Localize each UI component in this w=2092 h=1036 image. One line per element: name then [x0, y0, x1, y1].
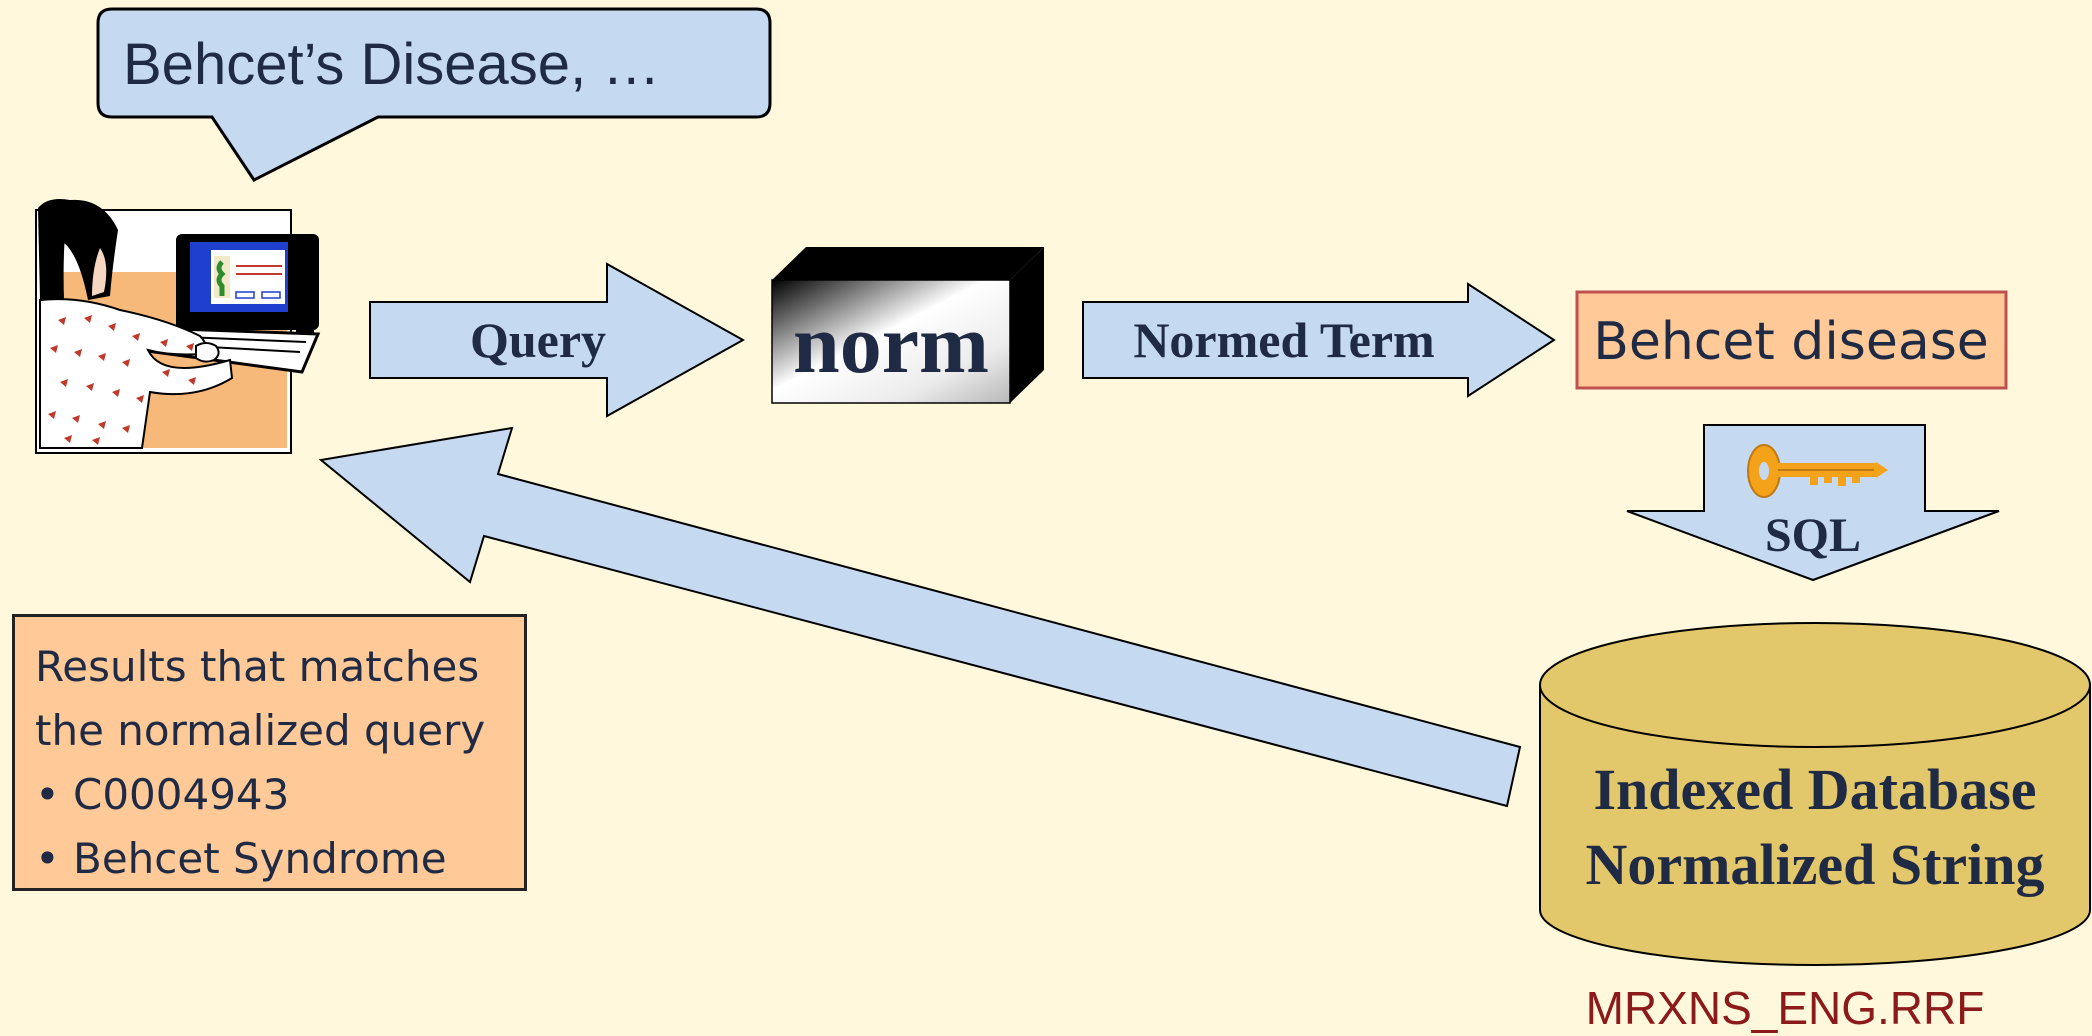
results-line-2: the normalized query: [35, 706, 486, 755]
key-icon: [1747, 444, 1888, 498]
results-item: • Behcet Syndrome: [35, 827, 508, 891]
speech-bubble-text: Behcet’s Disease, …: [123, 32, 660, 97]
speech-bubble: Behcet’s Disease, …: [96, 7, 772, 182]
norm-box: norm: [771, 247, 1044, 404]
results-item: • C0004943: [35, 763, 508, 827]
database-cylinder: Indexed Database Normalized String: [1539, 622, 2091, 966]
sql-arrow: SQL: [1626, 424, 2000, 582]
file-label: MRXNS_ENG.RRF: [1586, 982, 1985, 1034]
norm-box-label: norm: [793, 298, 989, 391]
normalized-term-text: Behcet disease: [1593, 312, 1989, 372]
database-label-line2: Normalized String: [1585, 832, 2044, 897]
database-label-line1: Indexed Database: [1593, 757, 2036, 822]
query-arrow: Query: [369, 262, 746, 418]
results-box: Results that matches the normalized quer…: [12, 614, 527, 891]
normed-term-arrow: Normed Term: [1082, 282, 1556, 398]
normalized-term-box: Behcet disease: [1575, 290, 2008, 390]
normed-term-arrow-label: Normed Term: [1133, 312, 1434, 368]
results-item-text: Behcet Syndrome: [73, 834, 447, 883]
query-arrow-label: Query: [470, 312, 606, 368]
results-return-arrow: [318, 426, 1522, 808]
bullet-icon: •: [35, 834, 60, 883]
user-at-computer-illustration: [35, 199, 321, 454]
computer-monitor-icon: [176, 234, 319, 338]
results-line-1: Results that matches: [35, 642, 480, 691]
results-item-text: C0004943: [73, 770, 290, 819]
bullet-icon: •: [35, 770, 60, 819]
person-icon: [38, 199, 234, 449]
sql-arrow-label: SQL: [1765, 509, 1861, 562]
